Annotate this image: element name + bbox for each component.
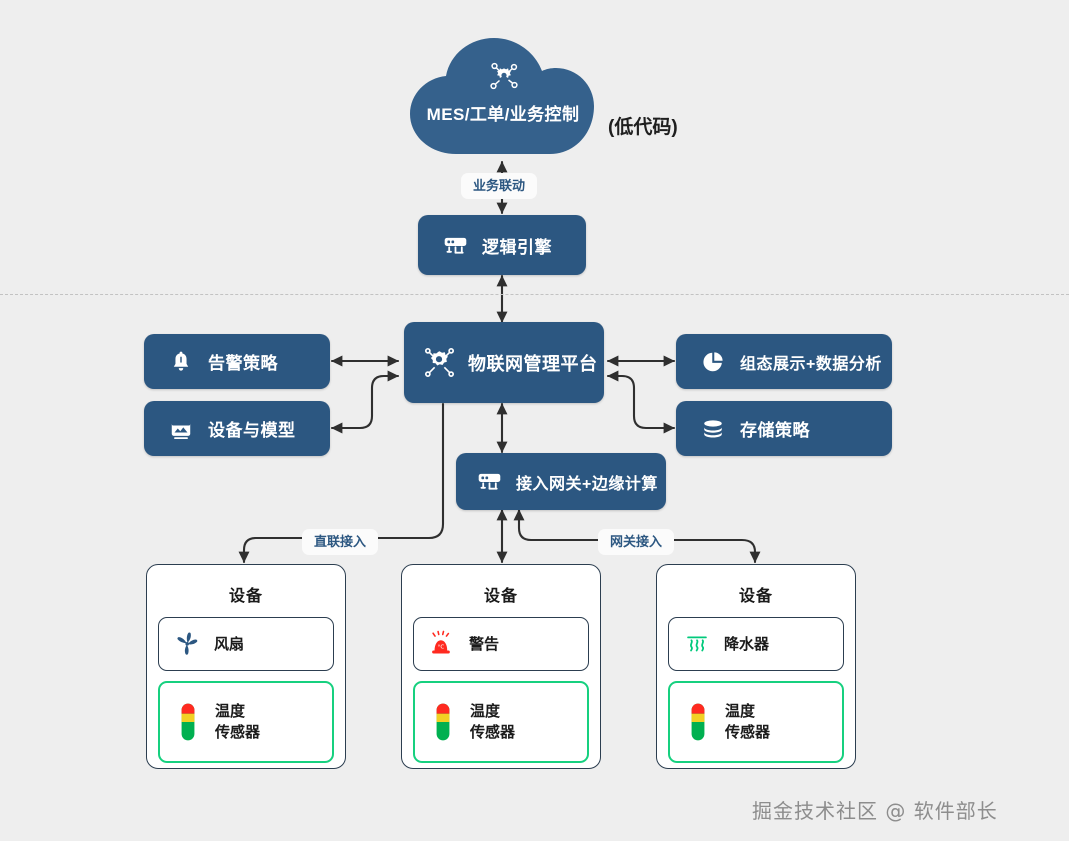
cloud-label: MES/工单/业务控制 <box>426 105 580 124</box>
device-model-icon <box>166 414 196 444</box>
database-icon <box>698 414 728 444</box>
device-primary-label: 风扇 <box>214 635 245 653</box>
device-sensor-label-line2: 传感器 <box>725 724 771 741</box>
node-gateway-edge-label: 接入网关+边缘计算 <box>516 475 658 493</box>
node-iot-platform[interactable]: 物联网管理平台 <box>404 322 604 403</box>
device-card[interactable]: 设备 降水器 <box>656 564 856 769</box>
node-device-model[interactable]: 设备与模型 <box>144 401 330 456</box>
iot-gear-icon <box>486 58 522 94</box>
watermark: 掘金技术社区 @ 软件部长 <box>752 799 998 823</box>
device-card[interactable]: 设备 °C 警告 <box>401 564 601 769</box>
cloud-shape <box>410 38 594 154</box>
temperature-sensor-icon <box>173 703 203 741</box>
edge-label-business-link: 业务联动 <box>461 173 538 199</box>
device-sensor-label-line1: 温度 <box>470 703 501 720</box>
edge-label-gateway-access: 网关接入 <box>598 529 675 555</box>
bell-icon <box>166 347 196 377</box>
gateway-icon <box>440 230 470 260</box>
fan-icon <box>172 627 202 661</box>
device-sensor-label: 温度 传感器 <box>215 701 260 743</box>
sprinkler-icon <box>682 627 712 661</box>
device-sensor-item[interactable]: 温度 传感器 <box>413 681 589 763</box>
node-logic-engine[interactable]: 逻辑引擎 <box>418 215 586 275</box>
iot-gear-icon <box>422 346 456 380</box>
node-visualization-label: 组态展示+数据分析 <box>740 355 882 373</box>
node-iot-platform-label: 物联网管理平台 <box>468 353 598 374</box>
node-logic-engine-label: 逻辑引擎 <box>482 237 552 257</box>
gateway-icon <box>474 467 504 497</box>
alarm-siren-icon: °C <box>427 627 457 661</box>
node-device-model-label: 设备与模型 <box>208 421 296 440</box>
pie-chart-icon <box>698 347 728 377</box>
device-primary-label: 警告 <box>469 635 500 653</box>
layer-divider <box>0 294 1069 295</box>
device-sensor-label-line1: 温度 <box>725 703 756 720</box>
temperature-sensor-icon <box>683 703 713 741</box>
device-card[interactable]: 设备 风扇 <box>146 564 346 769</box>
device-primary-item[interactable]: 降水器 <box>668 617 844 671</box>
device-sensor-item[interactable]: 温度 传感器 <box>668 681 844 763</box>
node-gateway-edge[interactable]: 接入网关+边缘计算 <box>456 453 666 510</box>
node-alarm-policy-label: 告警策略 <box>208 354 278 373</box>
device-primary-item[interactable]: 风扇 <box>158 617 334 671</box>
device-sensor-label-line2: 传感器 <box>470 724 516 741</box>
node-storage-policy-label: 存储策略 <box>740 421 810 440</box>
device-card-title: 设备 <box>483 588 518 605</box>
device-sensor-label: 温度 传感器 <box>470 701 515 743</box>
edge-label-direct-access: 直联接入 <box>302 529 379 555</box>
device-sensor-label: 温度 传感器 <box>725 701 770 743</box>
node-storage-policy[interactable]: 存储策略 <box>676 401 892 456</box>
device-sensor-label-line1: 温度 <box>215 703 246 720</box>
device-sensor-item[interactable]: 温度 传感器 <box>158 681 334 763</box>
cloud-node[interactable]: MES/工单/业务控制 <box>404 36 602 160</box>
node-visualization[interactable]: 组态展示+数据分析 <box>676 334 892 389</box>
node-alarm-policy[interactable]: 告警策略 <box>144 334 330 389</box>
device-primary-item[interactable]: °C 警告 <box>413 617 589 671</box>
device-sensor-label-line2: 传感器 <box>215 724 261 741</box>
device-card-title: 设备 <box>738 588 773 605</box>
device-primary-label: 降水器 <box>724 635 770 653</box>
device-card-title: 设备 <box>228 588 263 605</box>
low-code-note: (低代码) <box>608 117 678 138</box>
svg-text:°C: °C <box>438 645 445 651</box>
temperature-sensor-icon <box>428 703 458 741</box>
